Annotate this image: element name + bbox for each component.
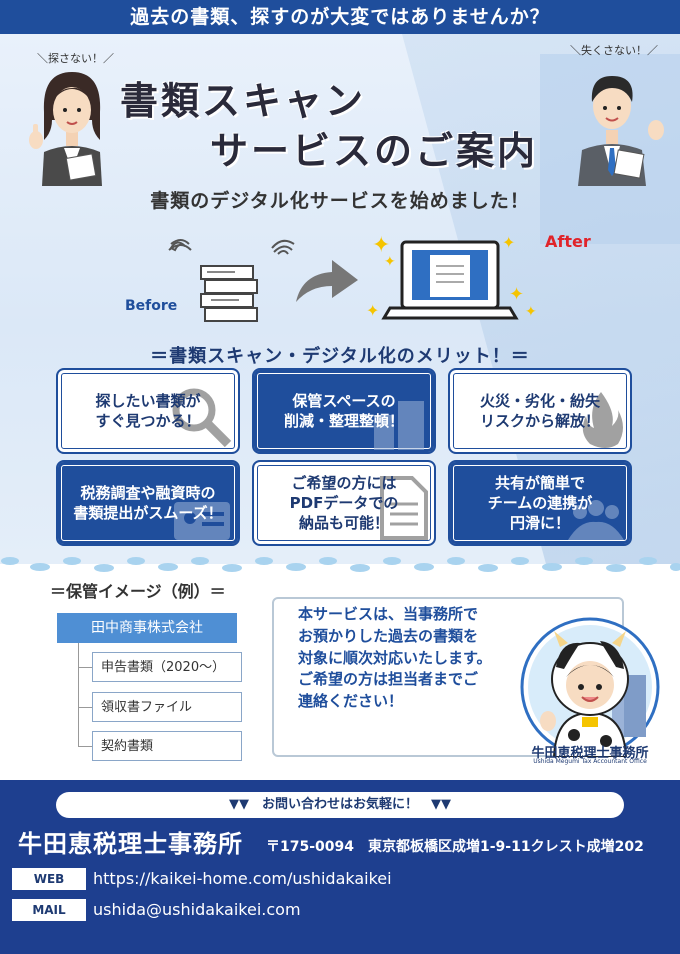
web-label: WEB [12,868,86,890]
merit-card-search: 探したい書類がすぐ見つかる！ [56,368,240,454]
merit-heading: ＝書類スキャン・デジタル化のメリット！＝ [150,346,530,367]
mail-label: MAIL [12,899,86,921]
svg-text:✦: ✦ [372,233,390,258]
paper-stack-icon [168,239,258,322]
after-label: After [545,232,591,251]
svg-text:✦: ✦ [384,254,396,270]
merit-card-share: 共有が簡単でチームの連携が円滑に！ [448,460,632,546]
contact-prompt: ▼▼ お問い合わせはお気軽に！ ▼▼ [56,792,624,818]
team-icon [568,500,624,540]
svg-text:✦: ✦ [525,304,537,320]
svg-text:✦: ✦ [366,301,379,320]
decorative-dots [1,557,680,572]
building-icon [374,401,424,450]
storage-item: 申告書類（2020～） [92,652,242,682]
tag-left: ＼探さない！／ [37,52,114,65]
title-line-2: サービスのご案内 [210,129,539,173]
svg-text:✦: ✦ [502,233,515,252]
office-name: 牛田恵税理士事務所 [18,830,243,858]
top-banner: 過去の書類、探すのが大変ではありませんか？ [0,0,680,34]
web-link[interactable]: https://kaikei-home.com/ushidakaikei [93,869,392,888]
storage-item: 契約書類 [92,731,242,761]
arrow-right-icon [296,260,358,302]
sparkle-icon: ✦ ✦ [509,284,537,320]
mascot-office-subname: Ushida Megumi Tax Accountant Office [533,758,647,765]
storage-heading: ＝保管イメージ（例）＝ [50,582,226,601]
office-address: 〒175-0094 東京都板橋区成増1-9-11クレスト成増202 [266,839,644,855]
mail-link[interactable]: ushida@ushidakaikei.com [93,900,301,919]
cow-mascot-illustration [520,617,660,757]
tag-right: ＼失くさない！／ [570,44,658,57]
subtitle: 書類のデジタル化サービスを始めました！ [150,190,530,212]
company-folder: 田中商事株式会社 [57,613,237,643]
magnifier-icon [172,388,232,448]
document-icon [380,476,428,540]
info-text: 本サービスは、当事務所で お預かりした過去の書類を 対象に順次対応いたします。 … [298,605,492,710]
svg-text:✦: ✦ [509,284,524,305]
businesswoman-illustration [29,72,102,186]
whirl-icon [271,239,295,255]
merit-card-risk: 火災・劣化・紛失リスクから解放！ [448,368,632,454]
before-label: Before [125,298,178,314]
laptop-icon: ✦ ✦ ✦ ✦ [366,233,519,320]
id-card-icon [174,502,230,540]
storage-item: 領収書ファイル [92,692,242,722]
mascot-office-name: 牛田恵税理士事務所 [531,746,649,761]
businessman-illustration [578,76,664,186]
title-line-1: 書類スキャン [120,79,367,123]
fire-icon [582,392,623,448]
merit-card-tax: 税務調査や融資時の書類提出がスムーズ！ [56,460,240,546]
merit-card-space: 保管スペースの削減・整理整頓！ [252,368,436,454]
